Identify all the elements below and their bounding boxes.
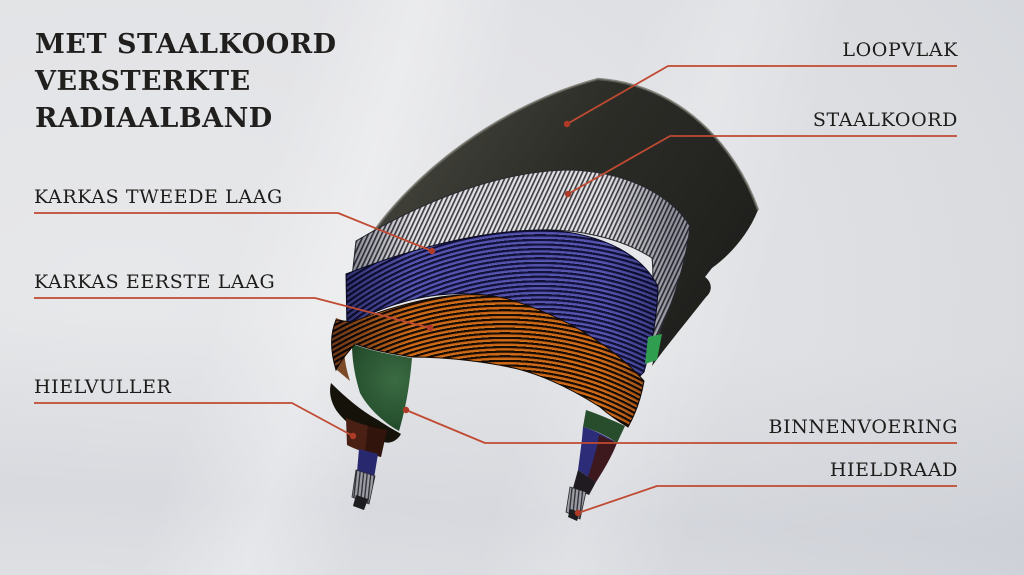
- leader-staalkoord: [567, 135, 957, 195]
- label-karkas-tweede-laag: KARKAS TWEEDE LAAG: [34, 186, 283, 208]
- innerliner-sliver-right: [645, 334, 662, 364]
- carcass-first-shading: [331, 294, 644, 427]
- leader-dot-binnenvoering: [402, 406, 410, 414]
- tread-shape: [366, 79, 758, 366]
- leader-karkas-tweede: [34, 212, 433, 252]
- title-line-3: RADIAALBAND: [35, 103, 273, 134]
- steel-cord-shading: [352, 170, 690, 337]
- wire-tip-left: [353, 495, 368, 510]
- title-line-1: MET STAALKOORD: [35, 29, 337, 60]
- leader-dot-hielvuller: [349, 432, 357, 440]
- label-binnenvoering: BINNENVOERING: [768, 416, 958, 438]
- label-hielvuller: HIELVULLER: [34, 376, 172, 398]
- label-hieldraad: HIELDRAAD: [829, 459, 958, 481]
- leader-loopvlak: [566, 65, 957, 125]
- leg-connector-right: [573, 470, 596, 495]
- leader-dot-loopvlak: [563, 120, 571, 128]
- label-loopvlak: LOOPVLAK: [842, 39, 958, 61]
- bead-shadow-crescent: [330, 383, 401, 443]
- label-karkas-eerste-laag: KARKAS EERSTE LAAG: [34, 271, 276, 293]
- innerliner-face-left: [352, 344, 412, 431]
- leader-dot-staalkoord: [564, 190, 572, 198]
- label-staalkoord: STAALKOORD: [812, 109, 958, 131]
- bead-navy-strip-left: [357, 449, 378, 478]
- leader-binnenvoering: [405, 409, 957, 444]
- bead-filler-block: [346, 418, 387, 457]
- tread-highlight-edge: [364, 77, 760, 244]
- leader-hielvuller: [34, 402, 354, 437]
- title-line-2: VERSTERKTE: [35, 66, 251, 97]
- leader-dot-karkas-eerste: [426, 324, 434, 332]
- leader-karkas-eerste: [34, 297, 431, 329]
- leader-dot-karkas-tweede: [428, 247, 436, 255]
- leader-hieldraad: [577, 485, 957, 514]
- page-title: MET STAALKOORD VERSTERKTE RADIAALBAND: [35, 26, 337, 137]
- bead-filler-shadow: [365, 424, 387, 457]
- bead-wire-bundle-left: [351, 469, 376, 505]
- leg-maroon-strip-right: [588, 435, 617, 482]
- innerliner-patch-right: [583, 410, 625, 443]
- carcass-second-shading: [346, 229, 658, 382]
- leader-dot-hieldraad: [574, 509, 582, 517]
